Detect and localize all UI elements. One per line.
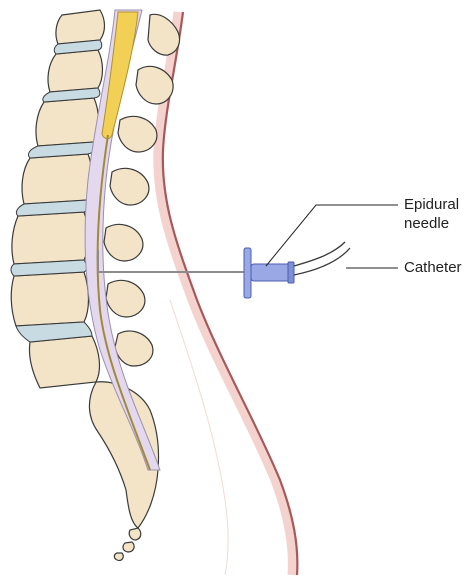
callout-lines — [266, 205, 398, 268]
back-skin — [158, 12, 298, 575]
epidural-needle-label-line1: Epidural — [404, 195, 459, 214]
catheter — [294, 242, 350, 275]
catheter-label: Catheter — [404, 258, 462, 277]
epidural-needle-label-line2: needle — [404, 214, 449, 233]
